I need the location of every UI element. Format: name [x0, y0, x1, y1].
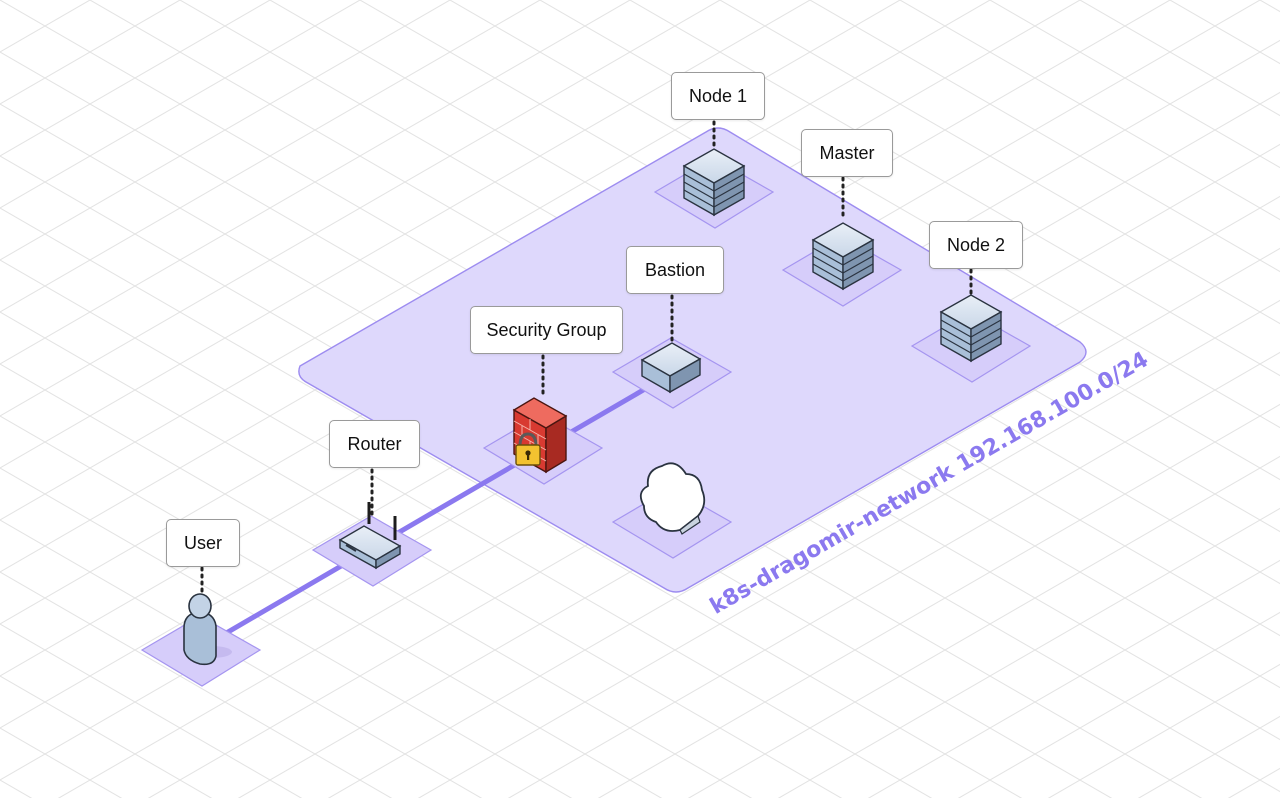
server-small-icon [640, 342, 702, 394]
label-user[interactable]: User [166, 519, 240, 567]
person-icon [183, 593, 232, 666]
server-rack-node2 [939, 294, 1003, 363]
server-rack-node1 [682, 148, 746, 217]
label-master[interactable]: Master [801, 129, 893, 177]
firewall-lock-icon [512, 397, 568, 474]
label-router[interactable]: Router [329, 420, 420, 468]
label-node2[interactable]: Node 2 [929, 221, 1023, 269]
label-node1[interactable]: Node 1 [671, 72, 765, 120]
label-security-group[interactable]: Security Group [470, 306, 623, 354]
cloud-icon [639, 462, 706, 535]
router-icon [338, 502, 402, 570]
server-rack-master [811, 222, 875, 291]
label-bastion[interactable]: Bastion [626, 246, 724, 294]
label-leaders [200, 120, 973, 602]
